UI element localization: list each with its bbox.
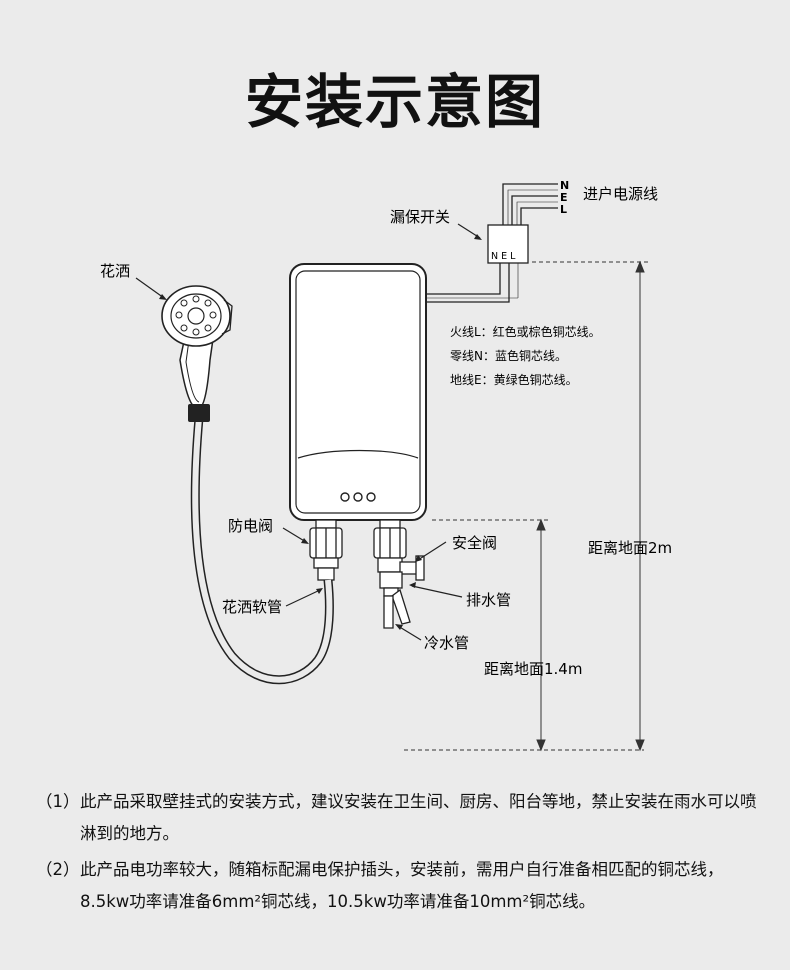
anti-shock-leader — [282, 527, 307, 543]
leakage-switch-box — [487, 224, 529, 264]
shower-head — [161, 285, 233, 422]
shower-head-label: 花洒 — [100, 262, 130, 280]
height-1-4m-dimension — [432, 518, 548, 752]
switch-terminal-label: N E L — [491, 251, 516, 262]
indicator-light — [340, 492, 350, 502]
indicator-light — [366, 492, 376, 502]
note-item: （2） 此产品电功率较大，随箱标配漏电保护插头，安装前，需用户自行准备相匹配的铜… — [36, 854, 766, 918]
safety-valve-leader — [417, 541, 447, 561]
cold-water-pipe — [383, 595, 394, 629]
installation-diagram: N E L 进户电源线 N E L 漏保开关 火线L：红色或棕色铜芯线。 零线N… — [100, 179, 672, 752]
shower-hose-leader — [285, 589, 321, 607]
note-number: （1） — [36, 792, 80, 811]
terminal-e-label: E — [560, 191, 568, 204]
note-number: （2） — [36, 860, 80, 879]
cold-water-pipe-label: 冷水管 — [424, 634, 469, 652]
safety-valve — [373, 519, 425, 597]
shower-head-leader — [135, 277, 165, 299]
note-text: 此产品电功率较大，随箱标配漏电保护插头，安装前，需用户自行准备相匹配的铜芯线，8… — [80, 860, 724, 911]
power-line-label: 进户电源线 — [583, 185, 658, 203]
wire-live-note: 火线L：红色或棕色铜芯线。 — [450, 324, 601, 339]
shower-hose-label: 花洒软管 — [222, 598, 282, 616]
terminal-l-label: L — [560, 203, 567, 216]
shower-hose — [190, 417, 334, 685]
cold-water-leader — [397, 625, 422, 641]
leakage-switch-label: 漏保开关 — [390, 208, 450, 226]
wire-earth-note: 地线E：黄绿色铜芯线。 — [450, 372, 578, 387]
indicator-light — [353, 492, 363, 502]
heater-cable — [426, 263, 519, 303]
page-title: 安装示意图 — [244, 68, 545, 136]
height-2m-label: 距离地面2m — [588, 539, 672, 557]
water-heater — [289, 263, 427, 521]
drain-pipe-label: 排水管 — [466, 591, 511, 609]
power-cable — [502, 183, 558, 225]
height-1-4m-label: 距离地面1.4m — [484, 660, 582, 678]
wire-neutral-note: 零线N：蓝色铜芯线。 — [450, 348, 567, 363]
drain-pipe — [391, 588, 411, 625]
installation-notes: （1） 此产品采取壁挂式的安装方式，建议安装在卫生间、厨房、阳台等地，禁止安装在… — [36, 786, 766, 922]
note-text: 此产品采取壁挂式的安装方式，建议安装在卫生间、厨房、阳台等地，禁止安装在雨水可以… — [80, 792, 757, 843]
drain-pipe-leader — [411, 585, 463, 598]
note-item: （1） 此产品采取壁挂式的安装方式，建议安装在卫生间、厨房、阳台等地，禁止安装在… — [36, 786, 766, 850]
anti-shock-valve — [309, 519, 343, 581]
safety-valve-label: 安全阀 — [452, 534, 497, 552]
anti-shock-valve-label: 防电阀 — [228, 517, 273, 535]
height-2m-dimension — [532, 260, 648, 752]
terminal-n-label: N — [560, 179, 569, 192]
